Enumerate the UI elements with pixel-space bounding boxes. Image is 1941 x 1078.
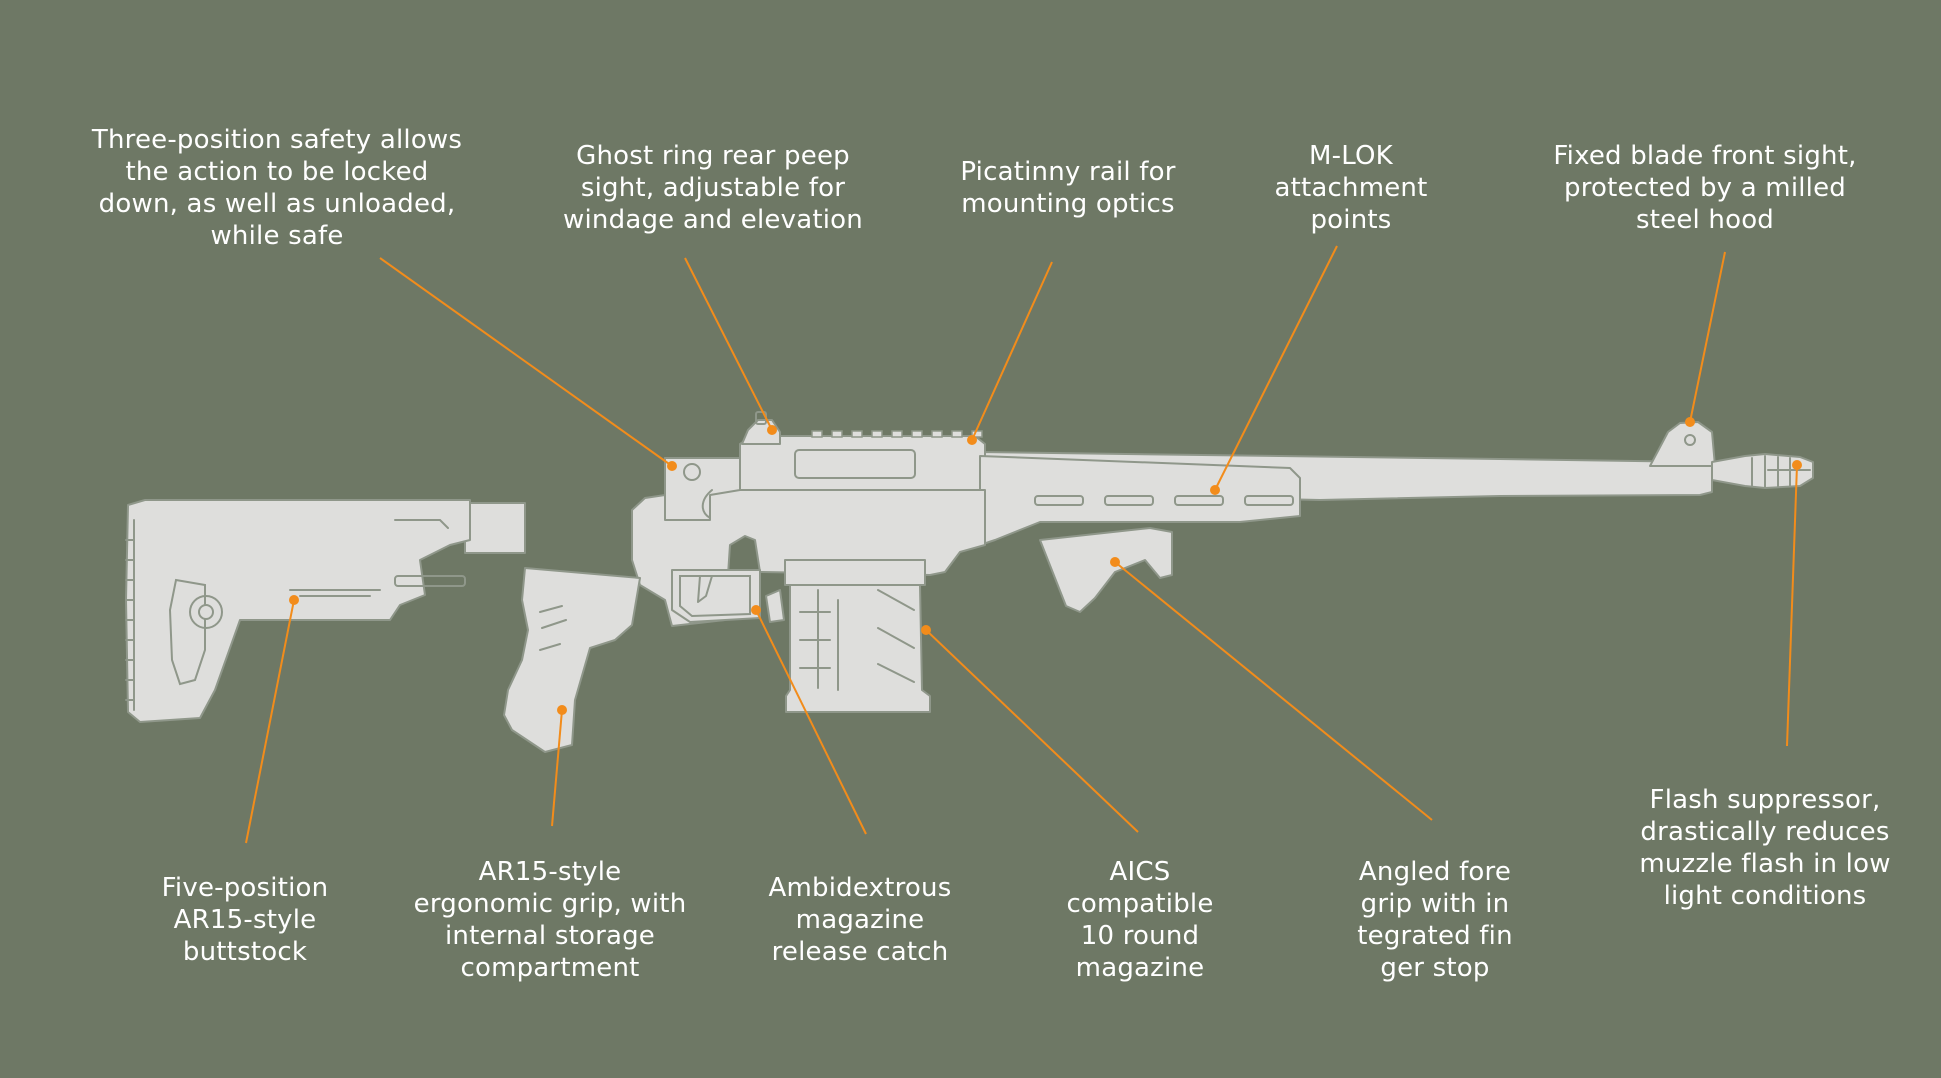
leader-dot-safety [667, 461, 677, 471]
magazine-ribs [799, 589, 915, 691]
callout-rear-sight: Ghost ring rear peep sight, adjustable f… [563, 141, 863, 235]
leader-line-picatinny [971, 261, 1053, 441]
rail-tooth [811, 430, 823, 438]
leader-lines [245, 245, 1802, 844]
sling-swivel-socket [189, 595, 223, 629]
picatinny-rail [811, 430, 983, 438]
leader-dot-rear-sight [767, 425, 777, 435]
callout-buttstock: Five-position AR15-style buttstock [161, 873, 329, 967]
callout-flash-suppressor: Flash suppressor, drastically reduces mu… [1639, 785, 1891, 911]
mlok-slot [1034, 495, 1084, 506]
magazine-release [765, 589, 785, 623]
buffer-tube [464, 502, 526, 554]
magazine-well [784, 559, 926, 586]
stock-adjust-lever [289, 519, 449, 597]
rail-tooth [911, 430, 923, 438]
rail-tooth [891, 430, 903, 438]
leader-dot-mlok [1210, 485, 1220, 495]
leader-line-rear-sight [684, 257, 773, 431]
bolt-handle [701, 489, 713, 519]
leader-dot-front-sight [1685, 417, 1695, 427]
callout-picatinny: Picatinny rail for mounting optics [960, 157, 1176, 219]
mlok-slot [1174, 495, 1224, 506]
rail-tooth [851, 430, 863, 438]
butt-pad [125, 519, 135, 711]
leader-dot-grip [557, 705, 567, 715]
angled-fore-grip [1039, 527, 1173, 613]
leader-line-buttstock [245, 599, 295, 844]
trigger-guard-opening [679, 575, 751, 618]
mlok-slot [1104, 495, 1154, 506]
front-sight-post [1684, 434, 1696, 446]
leader-line-fore-grip [1114, 561, 1433, 821]
trigger [697, 575, 713, 603]
pistol-grip [503, 567, 641, 753]
leader-line-grip [551, 709, 563, 827]
stock-slot [394, 575, 466, 587]
sling-swivel-socket-inner [198, 604, 214, 620]
front-sight-hood [1649, 421, 1716, 467]
leader-line-front-sight [1689, 251, 1726, 423]
leader-line-safety [379, 257, 673, 467]
leader-dot-mag-release [751, 605, 761, 615]
leader-dot-buttstock [289, 595, 299, 605]
rail-tooth [931, 430, 943, 438]
callout-mag-release: Ambidextrous magazine release catch [768, 873, 952, 967]
callout-front-sight: Fixed blade front sight, protected by a … [1553, 141, 1857, 235]
leader-dot-fore-grip [1110, 557, 1120, 567]
rifle [125, 411, 1814, 753]
leader-dot-flash-suppressor [1792, 460, 1802, 470]
flash-suppressor [1711, 453, 1814, 489]
callout-fore-grip: Angled fore grip with in tegrated fin ge… [1357, 857, 1513, 983]
ejection-port [794, 449, 916, 479]
grip-texture [539, 605, 567, 651]
trigger-guard [671, 569, 761, 623]
rail-tooth [951, 430, 963, 438]
leader-dot-magazine [921, 625, 931, 635]
magazine [785, 584, 931, 713]
leader-line-flash-suppressor [1786, 464, 1798, 747]
leader-line-magazine [925, 629, 1139, 833]
safety-selector [683, 463, 701, 481]
rail-tooth [871, 430, 883, 438]
mlok-slot [1244, 495, 1294, 506]
leader-line-mlok [1214, 245, 1338, 491]
stock-cutout [168, 578, 206, 686]
leader-line-mag-release [755, 609, 867, 835]
buttstock [125, 499, 471, 723]
flash-suppressor-slots [1751, 455, 1811, 489]
callout-grip: AR15-style ergonomic grip, with internal… [413, 857, 687, 983]
leader-dot-picatinny [967, 435, 977, 445]
mlok-slots [1034, 495, 1294, 506]
rail-tooth [831, 430, 843, 438]
callout-mlok: M-LOK attachment points [1274, 141, 1428, 235]
callout-magazine: AICS compatible 10 round magazine [1066, 857, 1214, 983]
callout-safety: Three-position safety allows the action … [91, 125, 463, 251]
